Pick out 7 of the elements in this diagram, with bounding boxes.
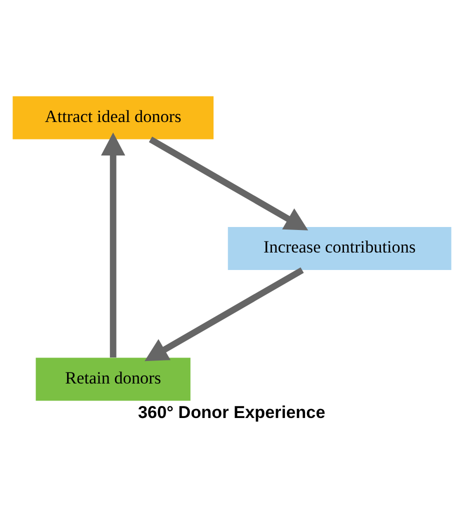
arrow xyxy=(144,266,304,361)
node-box: Increase contributions xyxy=(228,226,452,270)
arrow xyxy=(101,132,126,357)
arrow xyxy=(148,136,308,230)
caption: 360° Donor Experience xyxy=(138,401,326,422)
node-box: Retain donors xyxy=(36,357,190,400)
node-box: Attract ideal donors xyxy=(12,96,214,139)
